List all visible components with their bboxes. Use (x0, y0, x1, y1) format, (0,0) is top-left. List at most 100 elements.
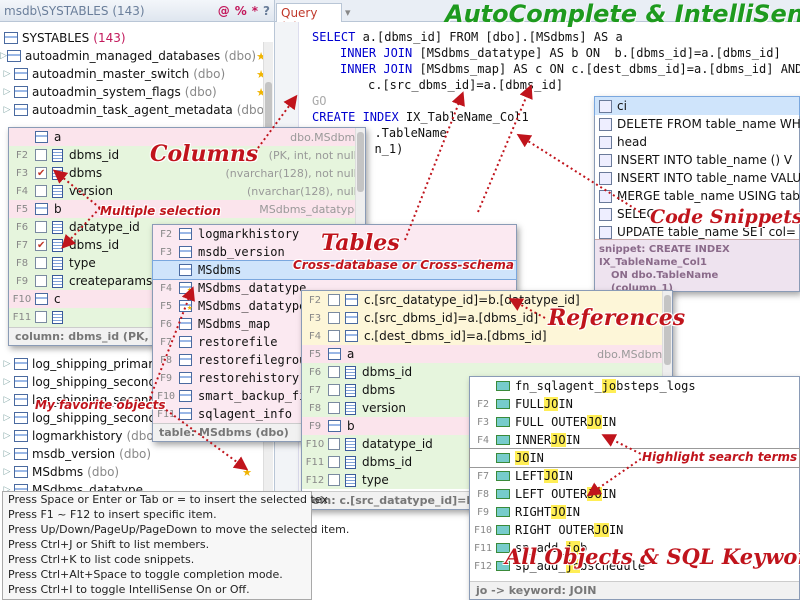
select-checkbox[interactable] (35, 185, 47, 197)
select-checkbox[interactable] (328, 312, 340, 324)
expand-icon[interactable]: ▷ (3, 105, 11, 115)
select-checkbox[interactable] (328, 456, 340, 468)
expand-icon[interactable]: ▷ (0, 51, 7, 61)
help-button[interactable]: ? (263, 3, 270, 18)
tree-root[interactable]: SYSTABLES (143) (0, 29, 274, 47)
shortcut-key: F12 (473, 560, 493, 572)
at-button[interactable]: @ (217, 3, 230, 18)
expand-icon[interactable]: ▷ (3, 359, 11, 369)
code-token: n_1) (360, 142, 404, 156)
tree-item[interactable]: ▷autoadmin_system_flags(dbo)★ (0, 83, 274, 101)
select-checkbox[interactable] (35, 311, 47, 323)
select-checkbox[interactable] (35, 239, 47, 251)
keyword-text: IN (601, 415, 617, 429)
snippet-item[interactable]: INSERT INTO table_name VALU (595, 169, 800, 187)
select-checkbox[interactable] (328, 330, 340, 342)
shortcut-key: F11 (305, 456, 325, 468)
tree-item[interactable]: ▷log_shipping_second (0, 409, 260, 427)
table-item[interactable]: MSdbms (152, 260, 517, 280)
column-icon (345, 437, 356, 451)
table-icon (14, 376, 28, 388)
expand-icon[interactable]: ▷ (3, 87, 11, 97)
shortcut-key: F4 (476, 434, 490, 446)
tree-item[interactable]: ▷autoadmin_task_agent_metadata(dbo) (0, 101, 274, 119)
tree-item-label: autoadmin_task_agent_metadata (32, 103, 233, 117)
expand-icon[interactable]: ▷ (3, 395, 11, 405)
favorite-star-icon[interactable]: ★ (242, 465, 252, 479)
select-checkbox[interactable] (328, 384, 340, 396)
column-icon (52, 184, 63, 198)
favorite-star-icon[interactable]: ★ (256, 67, 266, 81)
expand-icon[interactable]: ▷ (3, 485, 11, 495)
select-checkbox[interactable] (35, 275, 47, 287)
snippet-item[interactable]: MERGE table_name USING tabl (595, 187, 800, 205)
keyword-text: b (580, 541, 588, 555)
callout-favorites: My favorite objects (35, 398, 166, 412)
expand-icon[interactable]: ▷ (3, 413, 11, 423)
expand-icon[interactable]: ▷ (3, 431, 11, 441)
snippet-icon (599, 207, 612, 221)
close-icon[interactable]: ▾ (345, 6, 351, 19)
keyword-text: FULL OUTER (515, 415, 588, 429)
completion-label: b (54, 202, 62, 216)
tree-item[interactable]: ▷msdb_version(dbo) (0, 445, 260, 463)
select-checkbox[interactable] (328, 474, 340, 486)
expand-icon[interactable]: ▷ (3, 449, 11, 459)
tree-item[interactable]: ▷autoadmin_master_switch(dbo)★ (0, 65, 274, 83)
snippet-item[interactable]: ci (594, 96, 800, 116)
tree-item[interactable]: ▷autoadmin_managed_databases(dbo)★ (0, 47, 274, 65)
snippet-item[interactable]: SELEC (595, 205, 799, 223)
table-icon (14, 86, 28, 98)
favorite-star-icon[interactable]: ★ (256, 85, 266, 99)
select-checkbox[interactable] (328, 366, 340, 378)
snippet-item[interactable]: INSERT INTO table_name () V (595, 151, 799, 169)
tree-item[interactable]: ▷log_shipping_second (0, 373, 260, 391)
select-checkbox[interactable] (328, 402, 340, 414)
select-checkbox[interactable] (35, 221, 47, 233)
expand-icon[interactable]: ▷ (3, 69, 11, 79)
select-checkbox[interactable] (35, 149, 47, 161)
snippet-item[interactable]: head (595, 133, 799, 151)
expand-icon[interactable]: ▷ (3, 377, 11, 387)
table-item-label: smart_backup_fil (198, 389, 314, 403)
expand-icon[interactable]: ▷ (3, 467, 11, 477)
completion-label: dbms_id (362, 365, 413, 379)
callout-multiple-selection: Multiple selection (100, 204, 221, 218)
completion-label: c.[src_dbms_id]=a.[dbms_id] (364, 311, 539, 325)
table-icon (179, 336, 192, 348)
select-checkbox[interactable] (328, 438, 340, 450)
select-checkbox[interactable] (328, 294, 340, 306)
tab-query[interactable]: Query (1)* (276, 3, 342, 34)
snippet-item[interactable]: UPDATE table_name SET col= (595, 223, 799, 241)
tree-item[interactable]: ▷MSdbms(dbo)★ (0, 463, 260, 481)
snippet-item[interactable]: DELETE FROM table_name WHER (595, 115, 800, 133)
tree-item[interactable]: ▷log_shipping_second (0, 391, 260, 409)
search-highlight: JO (551, 433, 566, 447)
tree-item[interactable]: ▷log_shipping_primar (0, 355, 260, 373)
favorite-star-icon[interactable]: ★ (256, 49, 266, 63)
select-checkbox[interactable] (35, 167, 47, 179)
shortcut-key: F10 (473, 524, 493, 536)
shortcut-key: F9 (476, 506, 490, 518)
percent-button[interactable]: % (234, 3, 247, 18)
select-checkbox[interactable] (35, 257, 47, 269)
star-button[interactable]: * (251, 3, 259, 18)
